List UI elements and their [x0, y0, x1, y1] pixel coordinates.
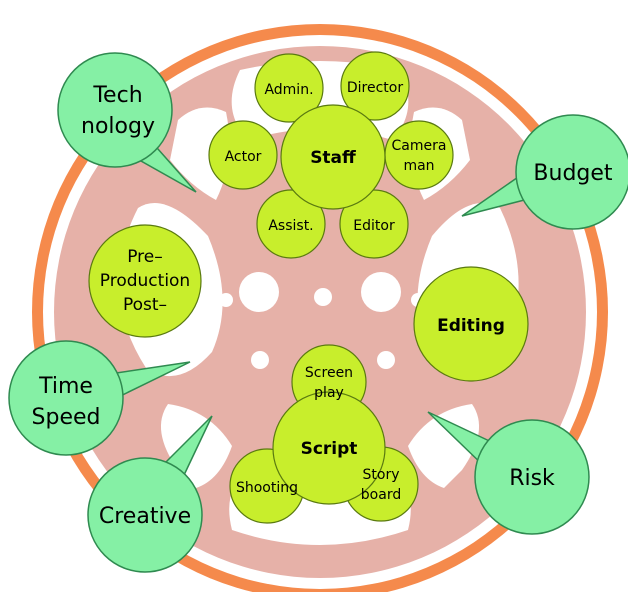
- callout-budget: Budget: [461, 114, 628, 230]
- callout-bubble: [87, 457, 203, 573]
- label-storyboard-line1: Story: [363, 467, 400, 483]
- callout-risk-text: Risk: [509, 466, 555, 491]
- label-screenplay-line2: play: [314, 385, 344, 401]
- label-admin: Admin.: [264, 82, 313, 98]
- label-storyboard-line2: board: [361, 487, 401, 503]
- node-admin: [254, 53, 324, 123]
- callout-bubble: [515, 114, 628, 230]
- label-cameraman-line1: Camera: [392, 138, 447, 154]
- label-pre: Pre–: [127, 247, 163, 267]
- reel-window-bottom-right: [408, 404, 480, 488]
- callout-bubble: [474, 419, 590, 535]
- label-shooting: Shooting: [236, 480, 298, 496]
- label-editing: Editing: [437, 316, 505, 336]
- reel-window-top-left: [170, 107, 230, 200]
- label-cameraman-line2: man: [403, 158, 434, 174]
- node-staff-center: [280, 104, 386, 210]
- reel-hole-center: [314, 288, 332, 306]
- callout-bubble: [57, 52, 173, 168]
- label-script: Script: [301, 439, 358, 459]
- callout-bubble: [8, 340, 124, 456]
- label-actor: Actor: [225, 149, 262, 165]
- callout-risk: Risk: [427, 411, 590, 535]
- callout-creative-text: Creative: [99, 504, 191, 529]
- label-editor: Editor: [353, 218, 395, 234]
- reel-hole: [251, 351, 269, 369]
- label-director: Director: [347, 80, 403, 96]
- callout-technology: Tech nology: [57, 52, 197, 193]
- label-assist: Assist.: [268, 218, 313, 234]
- node-production: [88, 224, 202, 338]
- label-staff: Staff: [310, 148, 356, 168]
- script-cluster: Screen play Script Shooting Story board: [229, 344, 419, 524]
- node-director: [340, 51, 410, 121]
- label-production: Production: [100, 271, 190, 291]
- node-script-center: [272, 391, 386, 505]
- editing-node: Editing: [413, 266, 529, 382]
- reel-hole: [377, 351, 395, 369]
- label-post: Post–: [123, 295, 167, 315]
- reel-hole: [361, 272, 401, 312]
- callout-time-speed: Time Speed: [8, 340, 191, 456]
- label-screenplay-line1: Screen: [305, 365, 353, 381]
- node-cameraman: [384, 120, 454, 190]
- callout-creative: Creative: [87, 415, 213, 573]
- reel-hole: [239, 272, 279, 312]
- reel-hole: [219, 293, 233, 307]
- callout-technology-line2: nology: [81, 114, 155, 139]
- node-actor: [208, 120, 278, 190]
- staff-cluster: Admin. Director Actor Camera man Assist.…: [208, 51, 454, 259]
- node-editing: [413, 266, 529, 382]
- node-editor: [339, 189, 409, 259]
- node-assist: [256, 189, 326, 259]
- production-node: Pre– Production Post–: [88, 224, 202, 338]
- callout-time-line2: Speed: [32, 405, 101, 430]
- callout-time-line1: Time: [38, 374, 93, 399]
- callout-technology-line1: Tech: [92, 83, 142, 108]
- callout-budget-text: Budget: [533, 161, 613, 186]
